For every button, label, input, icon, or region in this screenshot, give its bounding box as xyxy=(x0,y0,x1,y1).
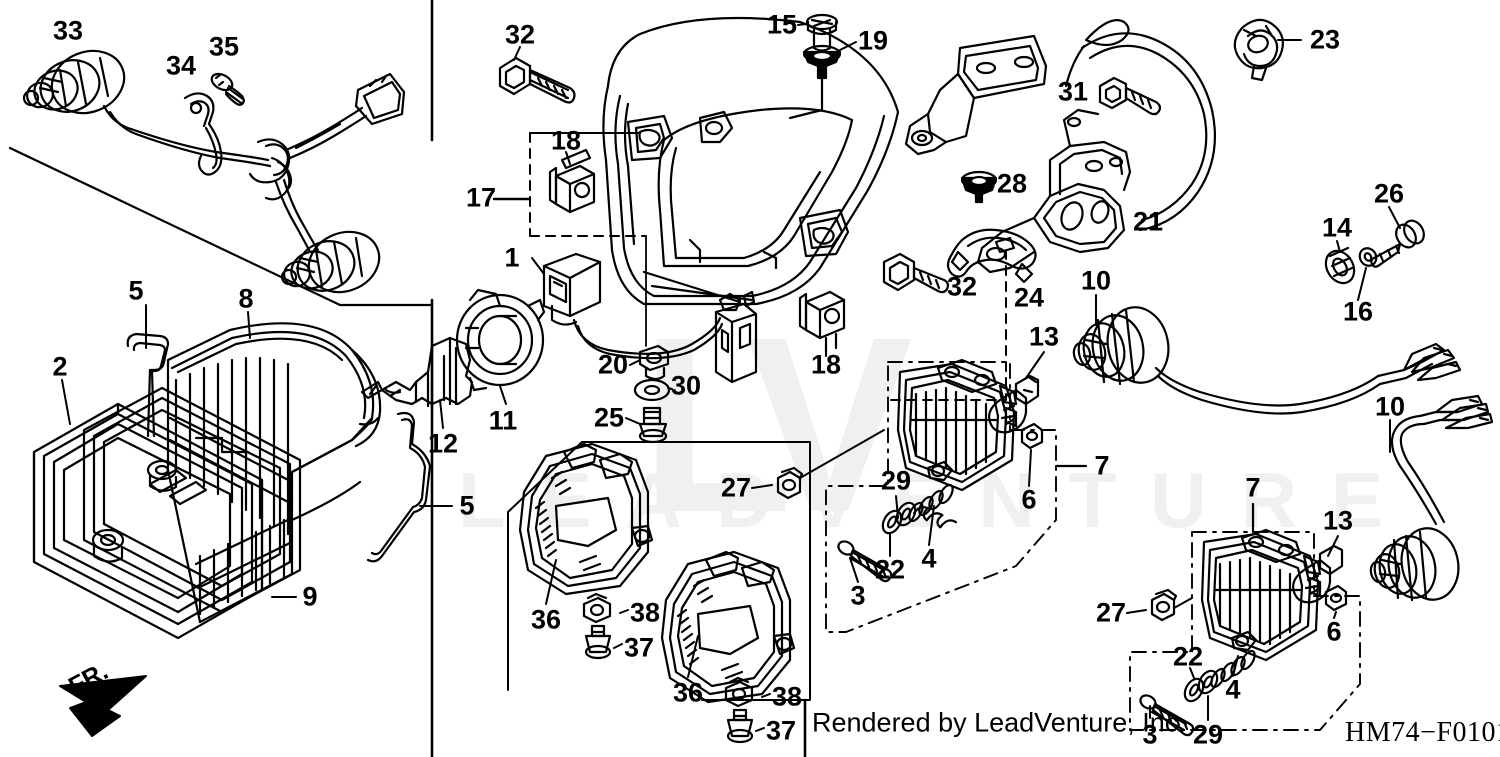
callout-14[interactable]: 14 xyxy=(1321,212,1353,243)
callout-29[interactable]: 29 xyxy=(1192,719,1224,750)
callout-4[interactable]: 4 xyxy=(921,543,937,574)
callout-11[interactable]: 11 xyxy=(488,405,518,436)
callout-32[interactable]: 32 xyxy=(504,19,536,50)
callout-5[interactable]: 5 xyxy=(128,275,144,306)
callout-34[interactable]: 34 xyxy=(165,50,197,81)
callout-32[interactable]: 32 xyxy=(946,271,978,302)
callout-21[interactable]: 21 xyxy=(1132,206,1164,237)
callout-38[interactable]: 38 xyxy=(629,597,661,628)
callout-5[interactable]: 5 xyxy=(459,490,475,521)
diagram-part-number: HM74−F0101B xyxy=(1345,717,1500,748)
callout-15[interactable]: 15 xyxy=(766,9,798,40)
callout-4[interactable]: 4 xyxy=(1225,674,1241,705)
callout-36[interactable]: 36 xyxy=(672,677,704,708)
callout-17[interactable]: 17 xyxy=(465,182,497,213)
callout-3[interactable]: 3 xyxy=(1142,719,1158,750)
callout-23[interactable]: 23 xyxy=(1309,24,1341,55)
callout-18[interactable]: 18 xyxy=(810,349,842,380)
callout-30[interactable]: 30 xyxy=(670,370,702,401)
callout-28[interactable]: 28 xyxy=(996,168,1028,199)
callout-24[interactable]: 24 xyxy=(1013,282,1045,313)
callout-38[interactable]: 38 xyxy=(771,681,803,712)
callout-13[interactable]: 13 xyxy=(1028,321,1060,352)
callout-1[interactable]: 1 xyxy=(504,242,520,273)
callout-18[interactable]: 18 xyxy=(550,125,582,156)
callout-16[interactable]: 16 xyxy=(1342,296,1374,327)
callout-6[interactable]: 6 xyxy=(1021,484,1037,515)
callout-27[interactable]: 27 xyxy=(720,472,752,503)
callout-31[interactable]: 31 xyxy=(1057,76,1089,107)
callout-6[interactable]: 6 xyxy=(1326,616,1342,647)
callout-37[interactable]: 37 xyxy=(765,715,797,746)
callout-29[interactable]: 29 xyxy=(880,465,912,496)
callout-36[interactable]: 36 xyxy=(530,604,562,635)
callout-35[interactable]: 35 xyxy=(208,31,240,62)
callout-37[interactable]: 37 xyxy=(623,632,655,663)
callout-19[interactable]: 19 xyxy=(857,25,889,56)
callout-7[interactable]: 7 xyxy=(1245,472,1261,503)
callout-7[interactable]: 7 xyxy=(1094,450,1110,481)
callout-3[interactable]: 3 xyxy=(850,580,866,611)
callout-22[interactable]: 22 xyxy=(1172,641,1204,672)
callout-13[interactable]: 13 xyxy=(1322,505,1354,536)
callout-27[interactable]: 27 xyxy=(1095,597,1127,628)
callout-9[interactable]: 9 xyxy=(302,581,318,612)
callout-25[interactable]: 25 xyxy=(593,402,625,433)
callout-33[interactable]: 33 xyxy=(52,15,84,46)
callout-8[interactable]: 8 xyxy=(238,283,254,314)
render-credit: Rendered by LeadVenture, Inc. xyxy=(812,707,1186,738)
callout-22[interactable]: 22 xyxy=(874,554,906,585)
callout-10[interactable]: 10 xyxy=(1374,391,1406,422)
callout-20[interactable]: 20 xyxy=(597,349,629,380)
callout-26[interactable]: 26 xyxy=(1373,178,1405,209)
callout-2[interactable]: 2 xyxy=(52,351,68,382)
callout-12[interactable]: 12 xyxy=(427,428,459,459)
callout-10[interactable]: 10 xyxy=(1080,265,1112,296)
